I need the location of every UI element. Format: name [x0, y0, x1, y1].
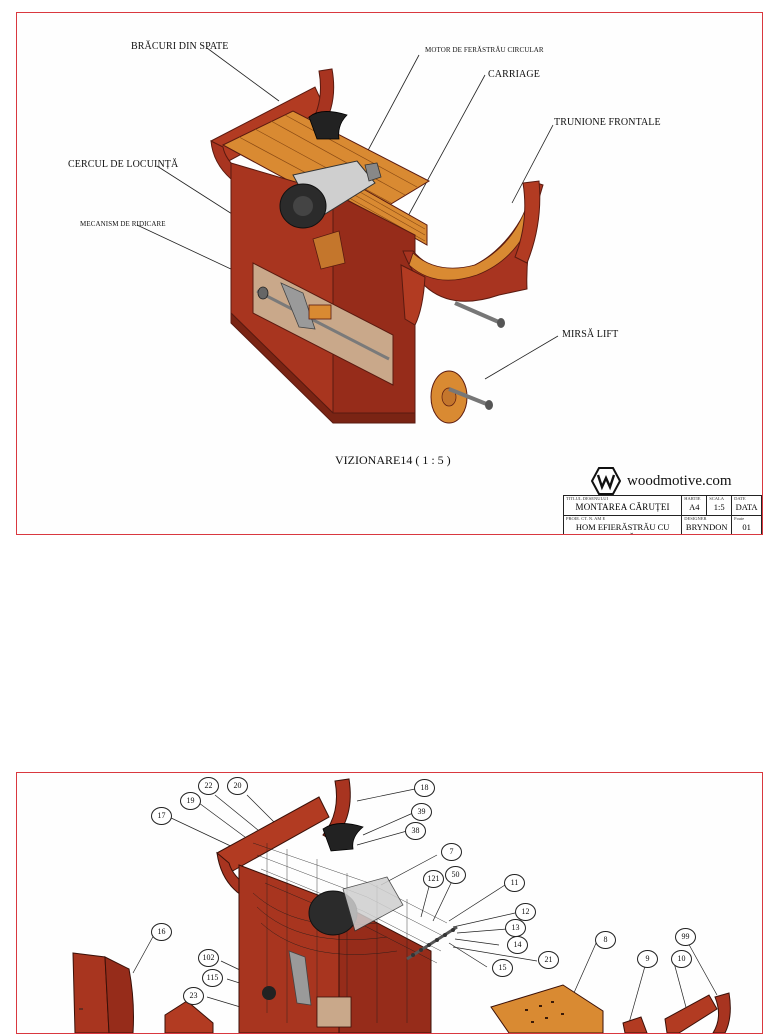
exploded-part-16-face	[72, 952, 110, 1033]
exploded-lift-knob	[262, 986, 276, 1000]
sheet-number-cell: Foaie 01	[731, 515, 762, 534]
part-balloon-121: 121	[423, 870, 444, 888]
designer-name: BRYNDON	[685, 522, 728, 532]
part-balloon-18: 18	[414, 779, 435, 797]
exploded-part-99	[712, 992, 731, 1033]
part-balloon-15: 15	[492, 959, 513, 977]
balloon-leaders	[132, 788, 718, 1024]
designer-cell: DESIGNER BRYNDON	[681, 515, 733, 534]
trunnion-shaft-end	[497, 318, 505, 328]
scale-cell: SCALA 1:5	[706, 495, 733, 516]
exploded-bolts	[411, 928, 455, 957]
lift-arm	[280, 282, 316, 330]
part-balloon-38: 38	[405, 822, 426, 840]
exploded-part-16-side	[104, 956, 134, 1033]
exploded-illustration	[72, 778, 731, 1033]
exploded-part-8-holes	[525, 1001, 564, 1023]
motor-bracket-plate	[312, 230, 346, 270]
title-cell: TITLUL DESENULUI MONTAREA CĂRUȚEI	[562, 495, 683, 516]
label-carriage: CARRIAGE	[488, 69, 540, 80]
exploded-lift-arm	[288, 950, 312, 1006]
exploded-part-8	[490, 984, 604, 1033]
scale-caption: SCALA	[709, 496, 724, 501]
exploded-lift-block	[316, 996, 352, 1028]
scale-value: 1:5	[713, 502, 725, 512]
part-balloon-12: 12	[515, 903, 536, 921]
exploded-part-9	[622, 1016, 648, 1033]
project-name: HOM EFIERĂSTRĂU CU MASĂ	[575, 522, 670, 534]
part-balloon-7: 7	[441, 843, 462, 861]
paper-cell: HARTIE A4	[681, 495, 708, 516]
date-caption: DATE	[734, 496, 746, 501]
label-saw-motor: MOTOR DE FERĂSTRĂU CIRCULAR	[425, 46, 544, 54]
handwheel-shaft	[448, 387, 490, 407]
drawing-title: MONTAREA CĂRUȚEI	[575, 502, 670, 512]
title-caption: TITLUL DESENULUI	[566, 496, 608, 501]
blade-guard	[308, 111, 348, 140]
part-balloon-17: 17	[151, 807, 172, 825]
trunnion-foot	[400, 264, 426, 326]
part-balloon-8: 8	[595, 931, 616, 949]
part-balloon-19: 19	[180, 792, 201, 810]
date-value: DATA	[735, 502, 758, 512]
woodmotive-logo: woodmotive.com	[591, 467, 732, 495]
woodmotive-logo-mark	[591, 467, 621, 495]
part-balloon-39: 39	[411, 803, 432, 821]
title-block: TITLUL DESENULUI MONTAREA CĂRUȚEI HARTIE…	[562, 495, 762, 534]
part-balloon-23: 23	[183, 987, 204, 1005]
exploded-motor-housing	[342, 876, 404, 932]
part-balloon-22: 22	[198, 777, 219, 795]
sheet-caption: Foaie	[734, 516, 745, 521]
view-title: VIZIONARE14 ( 1 : 5 )	[335, 453, 451, 467]
motor-center	[293, 196, 313, 216]
lift-screw-end	[257, 286, 269, 300]
leader-lines	[136, 47, 559, 380]
project-caption: PROIE. CT. N. AM E	[566, 516, 606, 521]
exploded-part-10	[664, 994, 718, 1033]
designer-caption: DESIGNER	[684, 516, 707, 521]
part-balloon-115: 115	[202, 969, 223, 987]
exploded-rod	[406, 925, 458, 961]
part-balloon-99: 99	[675, 928, 696, 946]
label-lift-handle: MIRSĂ LIFT	[562, 329, 619, 340]
exploded-blade-guard	[322, 823, 364, 852]
handwheel-shaft-end	[485, 400, 493, 410]
project-cell: PROIE. CT. N. AM E HOM EFIERĂSTRĂU CU MA…	[562, 515, 683, 534]
base-rail	[230, 311, 416, 424]
part-balloon-11: 11	[504, 874, 525, 892]
label-lift-mechanism: MECANISM DE RIDICARE	[80, 220, 166, 228]
lift-screw-rod	[256, 289, 390, 361]
exploded-side-panel	[338, 902, 432, 1033]
assembly-illustration	[136, 47, 559, 424]
date-cell: DATE DATA	[731, 495, 762, 516]
trunnion-bracket	[514, 180, 541, 264]
label-housing-circle: CERCUL DE LOCUINȚĂ	[68, 159, 179, 170]
part-balloon-14: 14	[507, 936, 528, 954]
part-balloon-20: 20	[227, 777, 248, 795]
part-balloon-102: 102	[198, 949, 219, 967]
paper-size: A4	[689, 502, 700, 512]
exploded-rail	[164, 1000, 214, 1033]
drawing-sheet-assembly: BRĂCURI DIN SPATE MOTOR DE FERĂSTRĂU CIR…	[16, 12, 763, 535]
motor-mount	[364, 162, 382, 182]
label-back-braces: BRĂCURI DIN SPATE	[131, 41, 229, 52]
part-balloon-50: 50	[445, 866, 466, 884]
part-balloon-9: 9	[637, 950, 658, 968]
lift-block	[308, 304, 332, 320]
trunnion-shaft	[454, 301, 502, 325]
part-balloon-10: 10	[671, 950, 692, 968]
part-balloon-16: 16	[151, 923, 172, 941]
label-front-trunnions: TRUNIONE FRONTALE	[554, 117, 661, 128]
paper-caption: HARTIE	[684, 496, 701, 501]
part-balloon-21: 21	[538, 951, 559, 969]
part-balloon-13: 13	[505, 919, 526, 937]
logo-text: woodmotive.com	[627, 472, 732, 489]
exploded-back-brace	[216, 796, 330, 874]
sheet-number: 01	[742, 522, 751, 532]
